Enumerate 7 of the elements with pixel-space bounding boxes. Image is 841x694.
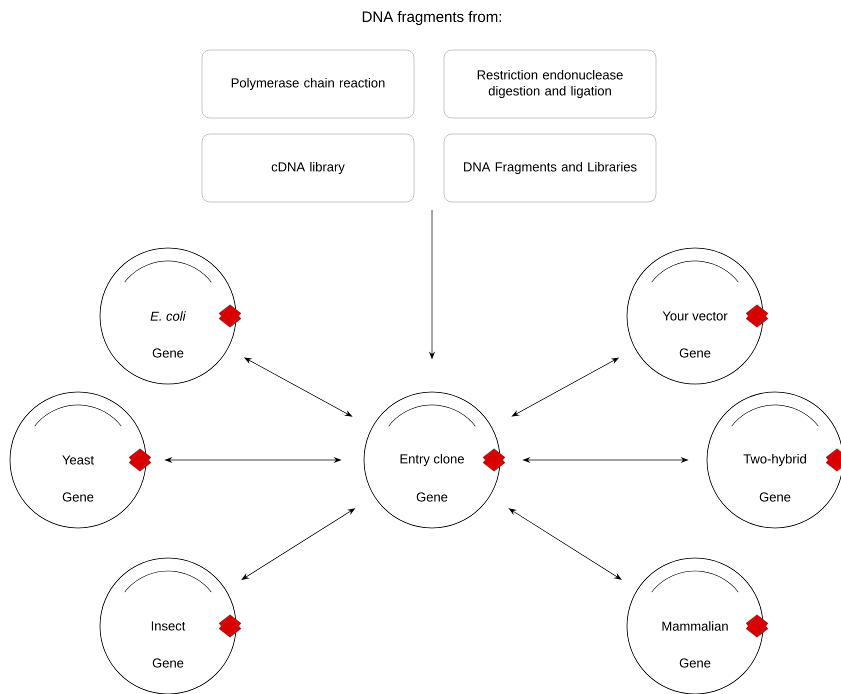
source-box: Polymerase chain reaction	[202, 50, 414, 118]
source-box: Restriction endonuclease digestion and ligation	[444, 50, 656, 118]
plasmid-label: Two-hybrid	[744, 454, 806, 466]
gene-label: Gene	[760, 492, 790, 502]
source-box: cDNA library	[202, 134, 414, 202]
title: DNA fragments from:	[362, 11, 502, 25]
source-box: DNA Fragments and Libraries	[444, 134, 656, 202]
